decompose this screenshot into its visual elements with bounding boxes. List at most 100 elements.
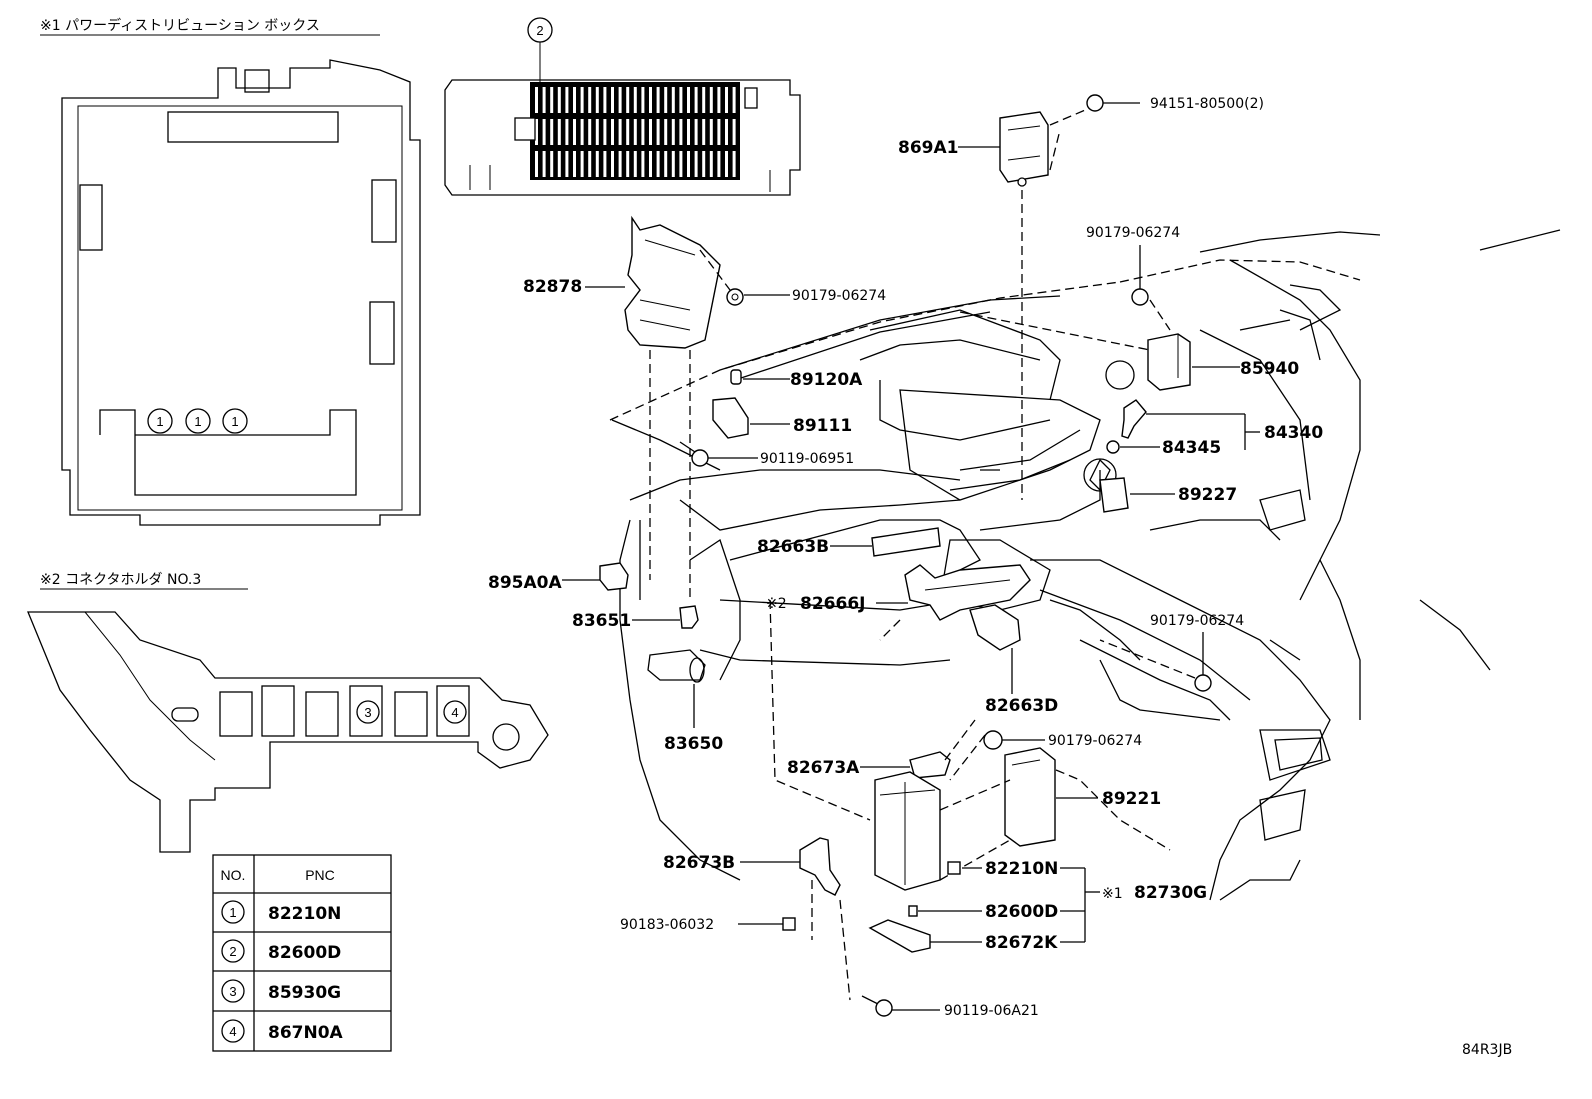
fuse-slot: [656, 87, 660, 113]
marker-1-c: 1: [222, 408, 248, 434]
label-82730G-mark: ※1: [1102, 886, 1123, 902]
fuse-slot: [595, 87, 599, 113]
power-distribution-box-inset: ※1 パワーディストリビューション ボックス 1 1 1: [40, 17, 421, 526]
label-82663B: 82663B: [757, 537, 829, 557]
marker-1-b: 1: [185, 408, 211, 434]
leader-82730G-bracket: [1060, 867, 1100, 943]
label-82673B: 82673B: [663, 853, 735, 873]
fuse-slot: [694, 151, 698, 177]
svg-text:1: 1: [229, 905, 236, 920]
label-84345: 84345: [1162, 438, 1221, 458]
part-90119-06A21-bolt: [861, 995, 940, 1017]
part-94151-bolt: [1086, 94, 1140, 112]
fuse-slot: [671, 87, 675, 113]
svg-text:4: 4: [229, 1024, 236, 1039]
fuse-slot: [664, 151, 668, 177]
fuse-slot: [573, 119, 576, 145]
part-90179-clip-c: [1099, 632, 1212, 692]
connector-holder-inset: ※2 コネクタホルダ NO.3 3 4: [27, 572, 549, 853]
fuse-slot: [542, 119, 546, 145]
fuse-slot: [557, 87, 561, 113]
table-row: 4 867N0A: [221, 1019, 344, 1043]
marker-1-a: 1: [147, 408, 173, 434]
fuse-slot: [679, 151, 683, 177]
fuse-slot: [725, 119, 728, 145]
marker-3: 3: [356, 700, 380, 724]
label-84340: 84340: [1264, 423, 1323, 443]
fuse-slot: [565, 119, 569, 145]
fuse-slot: [641, 151, 645, 177]
fuse-slot: [671, 119, 675, 145]
fuse-slot: [550, 119, 554, 145]
fuse-slot: [709, 151, 713, 177]
fuse-slot: [550, 87, 554, 113]
fuse-slot: [580, 151, 584, 177]
fuse-slot: [557, 119, 561, 145]
part-90179-clip-d: [949, 730, 1045, 781]
pnc-table: NO. PNC 1 82210N 2 82600D 3 85930G 4 867…: [212, 854, 392, 1052]
fuse-slot: [573, 151, 576, 177]
fuse-slot: [702, 87, 706, 113]
part-82663B: [830, 527, 941, 557]
svg-text:85930G: 85930G: [268, 983, 341, 1003]
part-82673B: [740, 837, 851, 1001]
fuse-slot: [633, 119, 637, 145]
part-90179-clip-b: [1131, 245, 1171, 331]
label-89227: 89227: [1178, 485, 1237, 505]
fuse-slot: [580, 119, 584, 145]
label-83650: 83650: [664, 734, 723, 754]
table-row: 3 85930G: [221, 979, 341, 1003]
fuse-slot: [664, 87, 668, 113]
fuse-slot: [709, 87, 713, 113]
fuse-slot: [535, 119, 538, 145]
part-85940: [959, 311, 1240, 391]
svg-text:1: 1: [194, 414, 201, 429]
table-header-no: NO.: [221, 867, 246, 883]
svg-text:4: 4: [451, 705, 458, 720]
fuse-slot: [611, 119, 614, 145]
fuse-slot: [717, 87, 721, 113]
fuse-slot: [732, 119, 736, 145]
fuse-slot: [542, 87, 546, 113]
fuse-slot: [725, 151, 728, 177]
part-90119-06951-bolt: [679, 441, 758, 467]
fuse-slot: [618, 119, 622, 145]
fuse-slot: [679, 119, 683, 145]
label-90179-c: 90179-06274: [1150, 613, 1244, 629]
label-89221: 89221: [1102, 789, 1161, 809]
note-power-distribution-box: ※1 パワーディストリビューション ボックス: [40, 17, 320, 34]
label-82666J-mark: ※2: [766, 596, 787, 612]
label-895A0A: 895A0A: [488, 573, 562, 593]
table-row: 2 82600D: [221, 939, 341, 963]
part-82878: [624, 215, 731, 600]
fuse-slot: [687, 119, 690, 145]
fuse-slot: [611, 87, 614, 113]
fuse-slot: [603, 119, 607, 145]
figure-id: 84R3JB: [1462, 1042, 1512, 1058]
label-82663D: 82663D: [985, 696, 1058, 716]
fuse-slot: [717, 151, 721, 177]
fuse-slot: [618, 151, 622, 177]
fuse-slot: [535, 87, 538, 113]
table-header-pnc: PNC: [305, 867, 335, 883]
part-89111: [712, 397, 790, 439]
fuse-slot: [633, 151, 637, 177]
label-90119-06951: 90119-06951: [760, 451, 854, 467]
part-869A1: [999, 107, 1091, 500]
part-82210N: [947, 861, 982, 875]
part-89120A: [730, 369, 790, 385]
part-82600D: [908, 905, 982, 917]
part-895A0A: [562, 562, 629, 591]
part-83651: [632, 605, 699, 629]
fuse-slot: [633, 87, 637, 113]
fuse-slot: [641, 119, 645, 145]
fuse-slot: [535, 151, 538, 177]
label-89111: 89111: [793, 416, 852, 436]
part-82730G: [874, 771, 1011, 891]
svg-text:3: 3: [229, 984, 236, 999]
part-82666J: [876, 564, 1031, 690]
marker-4: 4: [443, 700, 467, 724]
svg-text:2: 2: [536, 23, 543, 38]
label-90119-06A21: 90119-06A21: [944, 1003, 1039, 1019]
label-90179-d: 90179-06274: [1048, 733, 1142, 749]
